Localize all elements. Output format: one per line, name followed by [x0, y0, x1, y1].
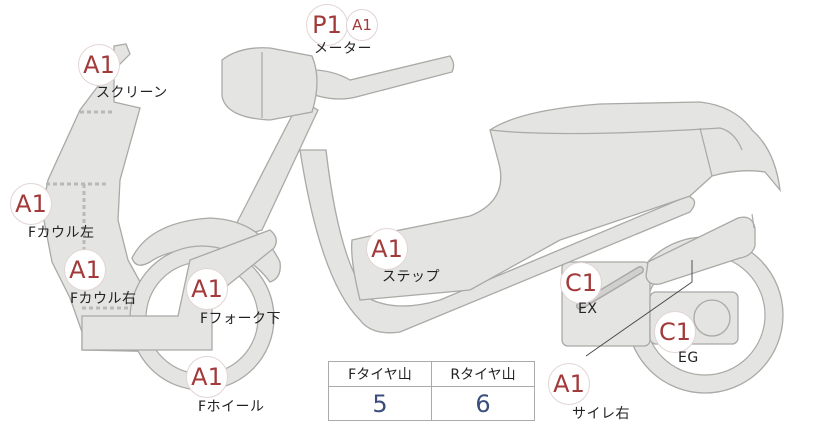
label-ex: EX: [578, 301, 598, 317]
label-f-cowl-left: Fカウル左: [28, 225, 95, 241]
tire-table-value-row: 5 6: [328, 386, 535, 421]
label-muffler-right: サイレ右: [572, 406, 630, 422]
label-meter: メーター: [314, 41, 372, 57]
tire-table-header-row: Fタイヤ山 Rタイヤ山: [328, 361, 535, 387]
label-f-cowl-right: Fカウル右: [70, 291, 137, 307]
leader-line: [585, 260, 693, 357]
grade-badge-f-cowl-right: A1: [64, 249, 106, 291]
handlebar: [221, 47, 455, 121]
rear-tire-value: 6: [431, 386, 535, 421]
grade-badge-eg: C1: [654, 311, 696, 353]
label-step: ステップ: [382, 269, 440, 285]
rear-tire-header: Rタイヤ山: [431, 361, 535, 387]
label-eg: EG: [678, 350, 699, 366]
grade-badge-screen: A1: [78, 44, 120, 86]
grade-badge-step: A1: [366, 228, 408, 270]
grade-badge-muffler-right: A1: [548, 363, 590, 405]
grade-badge-f-wheel: A1: [186, 356, 228, 398]
sub-grade-badge-meter: A1: [346, 9, 378, 41]
grade-badge-f-fork-lower: A1: [186, 268, 228, 310]
label-f-wheel: Fホイール: [198, 399, 265, 415]
label-screen: スクリーン: [96, 85, 168, 101]
front-fork: [81, 229, 277, 351]
label-f-fork-lower: Fフォーク下: [200, 311, 282, 327]
tire-tread-table: Fタイヤ山 Rタイヤ山 5 6: [328, 361, 535, 421]
rear-body: [351, 101, 781, 301]
grade-badge-meter: P1: [306, 4, 348, 46]
front-tire-value: 5: [328, 386, 432, 421]
grade-badge-f-cowl-left: A1: [10, 183, 52, 225]
front-fender: [131, 217, 281, 283]
front-tire-header: Fタイヤ山: [328, 361, 432, 387]
grade-badge-ex: C1: [560, 262, 602, 304]
